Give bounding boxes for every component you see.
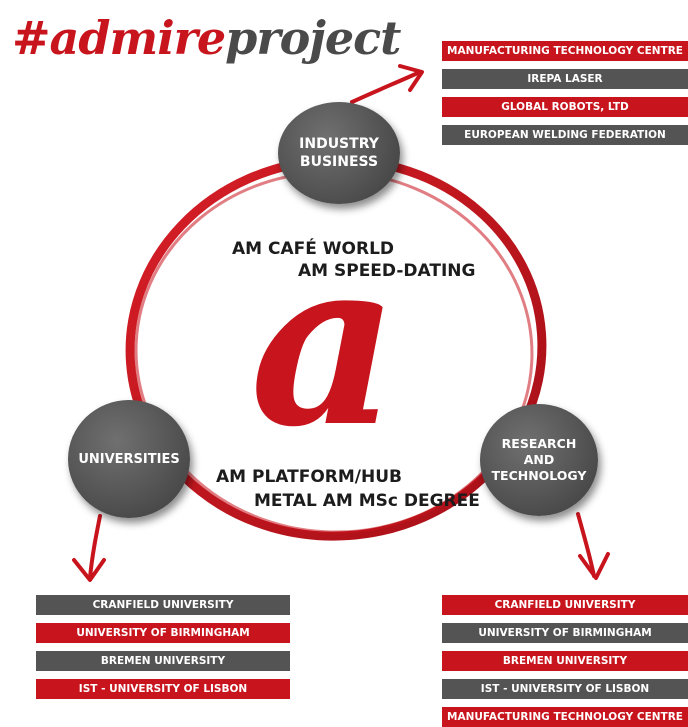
partner-tag: IST - UNIVERSITY OF LISBON [36, 679, 290, 699]
partner-tag: UNIVERSITY OF BIRMINGHAM [442, 623, 688, 643]
center-text-am-speed-dating: AM SPEED-DATING [298, 261, 476, 281]
arrow-industry-shaft [350, 70, 422, 104]
center-text-metal-am-msc-degree: METAL AM MSc DEGREE [254, 491, 480, 511]
title-hash: # [12, 11, 51, 65]
admire-logo-letter: a [250, 208, 400, 478]
arrow-universities-head [72, 558, 106, 582]
center-text-am-cafe-world: AM CAFÉ WORLD [232, 239, 395, 259]
partner-tag: MANUFACTURING TECHNOLOGY CENTRE [442, 41, 688, 61]
arrow-universities-shaft [88, 514, 102, 580]
partner-tag: CRANFIELD UNIVERSITY [36, 595, 290, 615]
partner-tag: MANUFACTURING TECHNOLOGY CENTRE [442, 707, 688, 727]
partner-tag: UNIVERSITY OF BIRMINGHAM [36, 623, 290, 643]
arrow-industry-head [398, 64, 424, 92]
partner-tag: EUROPEAN WELDING FEDERATION [442, 125, 688, 145]
partner-tag: IREPA LASER [442, 69, 688, 89]
partner-tag: GLOBAL ROBOTS, LTD [442, 97, 688, 117]
node-research-technology: RESEARCH AND TECHNOLOGY [480, 404, 598, 516]
node-industry-business: INDUSTRY BUSINESS [278, 102, 400, 204]
partner-tag: CRANFIELD UNIVERSITY [442, 595, 688, 615]
center-text-am-platform-hub: AM PLATFORM/HUB [216, 467, 402, 487]
partner-tag: IST - UNIVERSITY OF LISBON [442, 679, 688, 699]
partner-tag: BREMEN UNIVERSITY [36, 651, 290, 671]
page-title: #admireproject [12, 8, 401, 68]
title-admire: admire [49, 11, 227, 65]
partner-tag: BREMEN UNIVERSITY [442, 651, 688, 671]
title-project: project [225, 11, 401, 65]
node-universities: UNIVERSITIES [68, 400, 190, 518]
arrow-research-head [578, 552, 610, 580]
